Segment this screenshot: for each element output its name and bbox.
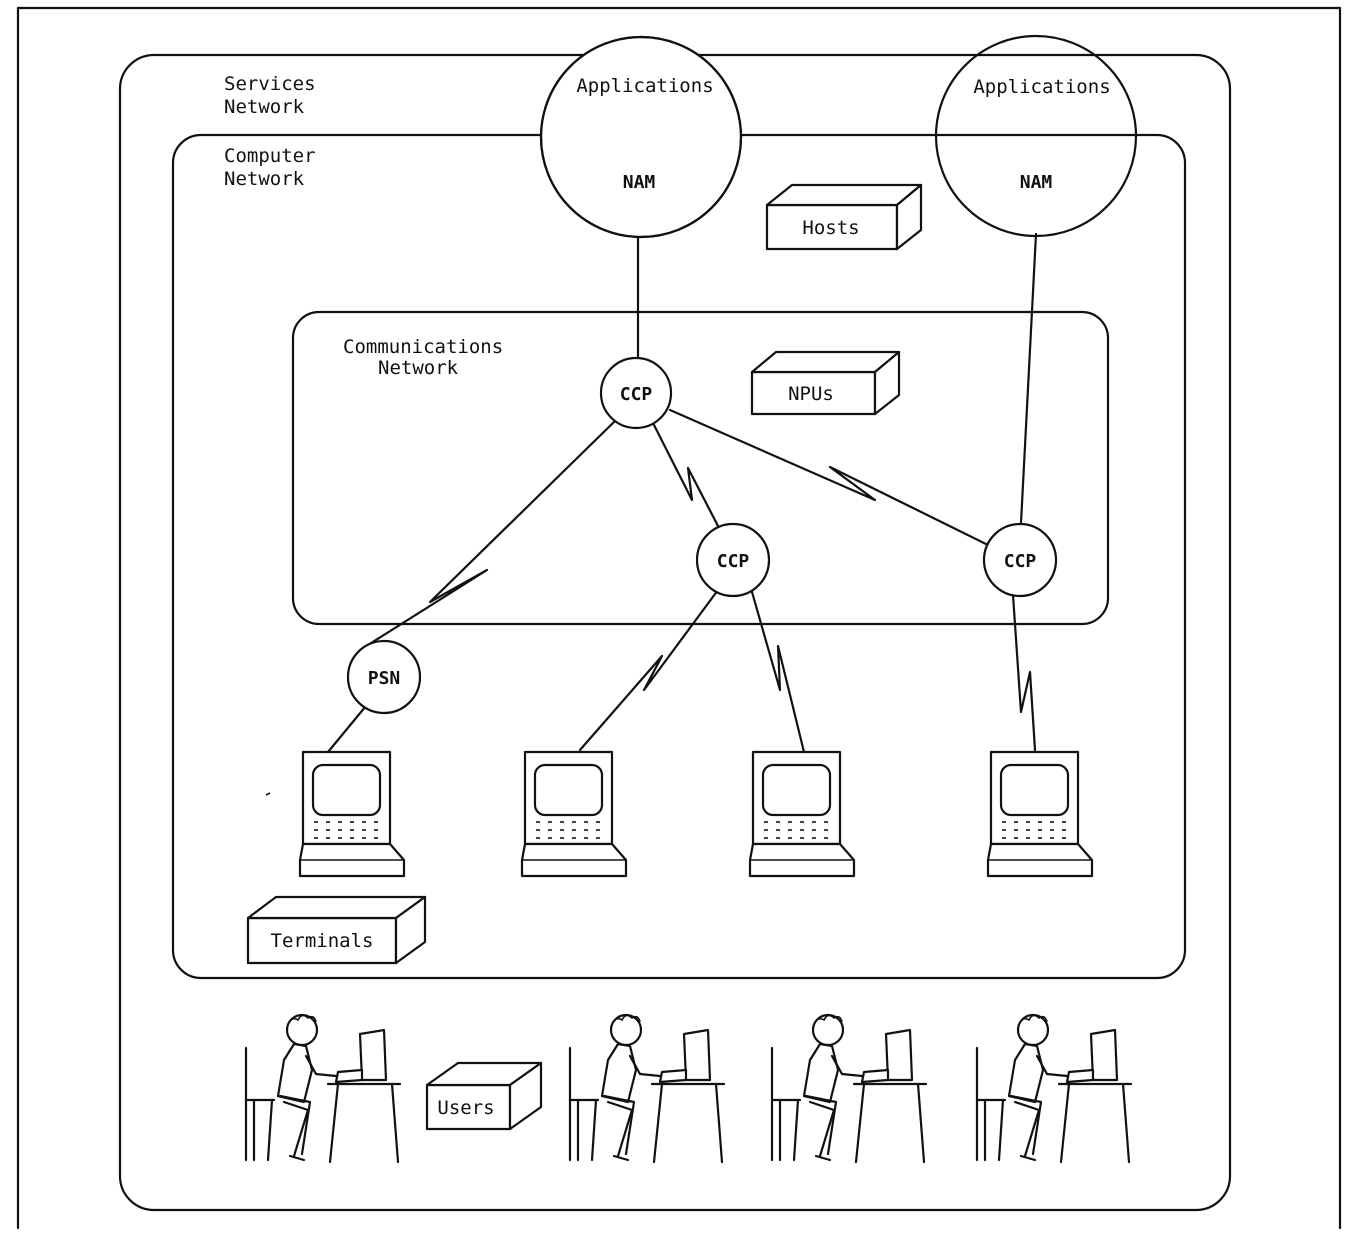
link-ccp-mid-terminal2 (578, 588, 720, 752)
hosts-box (765, 183, 923, 251)
communications-network-label: Communications (343, 336, 503, 358)
application-host-2 (934, 34, 1138, 238)
ccp-label-top: CCP (620, 384, 653, 405)
terminal-3 (748, 750, 856, 878)
npus-label: NPUs (788, 383, 834, 405)
npus-box (750, 350, 901, 416)
link-ccp-top-ccp-right (668, 408, 990, 547)
user-4 (975, 1013, 1133, 1164)
user-2 (568, 1013, 726, 1164)
ccp-node-mid (695, 522, 771, 598)
communications-network-label-line2: Network (378, 357, 459, 379)
link-ccp-right-terminal4 (1011, 593, 1037, 752)
communications-network-boundary (291, 310, 1110, 626)
user-1 (244, 1013, 402, 1164)
applications-label-2: Applications (973, 76, 1110, 98)
ccp-node-top (599, 356, 673, 430)
terminals-group (298, 750, 1094, 878)
terminal-2 (520, 750, 628, 878)
users-label: Users (437, 1097, 494, 1119)
psn-label: PSN (368, 668, 401, 689)
services-network-label: Services (224, 73, 316, 95)
computer-network-label: Computer (224, 145, 316, 167)
application-host-1 (539, 35, 743, 239)
ccp-label-right: CCP (1004, 551, 1037, 572)
ccp-node-right (982, 522, 1058, 598)
terminals-label: Terminals (271, 930, 374, 952)
connections (326, 232, 1038, 754)
link-ccp-top-psn (358, 420, 616, 652)
nam-label-2: NAM (1020, 172, 1053, 193)
terminal-1 (298, 750, 406, 878)
stray-mark (265, 792, 271, 796)
user-3 (770, 1013, 928, 1164)
users-box (425, 1061, 543, 1131)
nam-label-1: NAM (623, 172, 656, 193)
link-psn-terminal1 (326, 704, 368, 754)
computer-network-label-line2: Network (224, 168, 305, 190)
link-ccp-mid-terminal3 (750, 590, 806, 754)
ccp-label-mid: CCP (717, 551, 750, 572)
page-frame (16, 6, 1342, 1230)
hosts-label: Hosts (802, 217, 859, 239)
applications-label-1: Applications (576, 75, 713, 97)
users-group (244, 1013, 1133, 1164)
link-ccp-top-ccp-mid (651, 421, 720, 528)
terminals-box (246, 895, 427, 965)
psn-node (346, 639, 422, 715)
services-network-label-line2: Network (224, 96, 305, 118)
terminal-4 (986, 750, 1094, 878)
link-app2-ccp-right (1019, 232, 1038, 525)
